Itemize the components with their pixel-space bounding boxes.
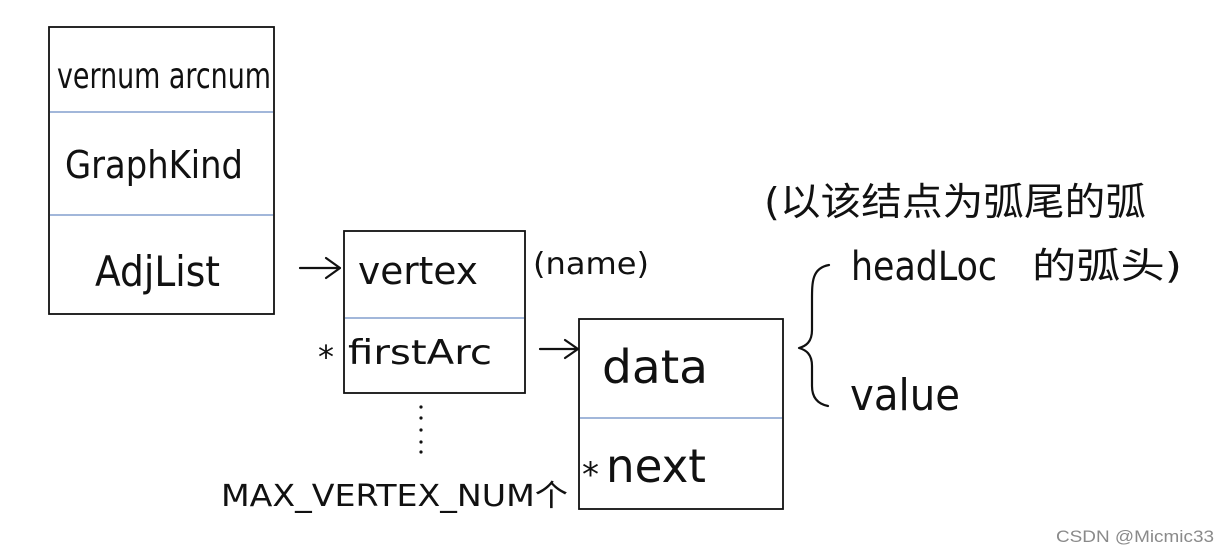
field-vertex: vertex: [358, 249, 478, 293]
array-size-label: MAX_VERTEX_NUM个: [221, 479, 568, 514]
vertex-node-box: vertex firstArc: [343, 230, 526, 394]
arrow-right-icon: [298, 256, 342, 280]
field-headloc: headLoc: [851, 244, 997, 290]
curly-brace: [797, 263, 831, 408]
vertex-name-note: (name): [533, 247, 649, 282]
headloc-note: 的弧头): [1032, 246, 1182, 287]
firstarc-pointer-mark: *: [318, 338, 334, 376]
vertex-node-outline: [343, 230, 526, 394]
arrow-right-icon: [538, 338, 580, 360]
field-firstarc: firstArc: [348, 333, 492, 373]
graph-struct-box: vernum arcnum GraphKind AdjList: [48, 26, 275, 315]
arrow-adjlist-to-vertex: [298, 256, 342, 280]
array-ellipsis-dots: [419, 405, 423, 454]
annotation-line1: (以该结点为弧尾的弧: [764, 180, 1146, 224]
watermark: CSDN @Micmic33: [1056, 527, 1214, 546]
field-vexnum-arcnum: vernum arcnum: [57, 56, 271, 97]
arrow-firstarc-to-arc: [538, 338, 580, 360]
field-value: value: [850, 370, 960, 421]
field-data: data: [602, 340, 708, 394]
field-next: next: [606, 439, 706, 493]
field-graph-kind: GraphKind: [65, 143, 243, 187]
next-pointer-mark: *: [582, 455, 599, 495]
arc-node-box: data next: [578, 318, 784, 510]
field-adjlist: AdjList: [95, 247, 220, 296]
brace-icon: [797, 263, 831, 408]
graph-struct-outline: [48, 26, 275, 315]
arc-node-outline: [578, 318, 784, 510]
